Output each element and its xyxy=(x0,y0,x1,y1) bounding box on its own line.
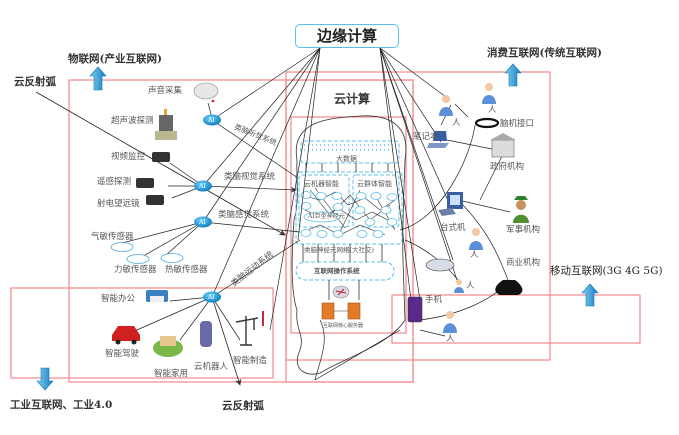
phone-icon xyxy=(407,296,423,323)
down-arrow-icon xyxy=(36,367,54,391)
force-sensor-icon xyxy=(126,254,150,264)
robot-icon xyxy=(200,321,212,347)
smart-driving-label: 智能驾驶 xyxy=(105,349,140,359)
big-data-dots xyxy=(304,144,396,151)
up-arrow-icon xyxy=(581,283,599,307)
edge-computing-box: 边缘计算 xyxy=(295,24,399,48)
government-label: 政府机构 xyxy=(490,162,525,172)
person-icon xyxy=(446,311,454,319)
brain-outline xyxy=(291,115,407,375)
ai-node-label: AI xyxy=(199,219,206,226)
military-label: 军事机构 xyxy=(506,225,541,235)
ai-node xyxy=(203,291,221,303)
ai-node-label: AI xyxy=(208,294,215,301)
business-label: 商业机构 xyxy=(506,258,541,268)
laptop-icon xyxy=(433,131,447,141)
military-person-icon xyxy=(516,200,526,210)
brain-nodes xyxy=(300,191,398,238)
oil-pump-icon xyxy=(235,316,259,346)
person-icon xyxy=(485,83,493,91)
big-data-block xyxy=(300,140,400,164)
reflex-arc-out xyxy=(211,296,242,386)
brain-connectors xyxy=(302,163,389,300)
smart-office-label: 智能办公 xyxy=(101,294,136,304)
device-icons xyxy=(112,82,529,357)
ai-hubs xyxy=(194,114,221,303)
consumer-network-label: 消费互联网(传统互联网) xyxy=(487,47,602,59)
edge-links xyxy=(202,47,458,331)
smart-home-label: 智能家用 xyxy=(154,369,189,379)
bci-headband-icon xyxy=(474,117,500,129)
ai-node-label: AI xyxy=(208,117,215,124)
network-arrows xyxy=(36,63,599,391)
iot-network-label: 物联网(产业互联网) xyxy=(68,53,162,65)
radio-telescope-label: 射电望远镜 xyxy=(97,199,140,209)
person-label: 人 xyxy=(470,250,479,260)
sensor-ellipses xyxy=(110,242,184,264)
core-servers xyxy=(321,285,361,320)
vr-device-icon xyxy=(425,258,455,272)
mobile-network-label: 移动互联网(3G 4G 5G) xyxy=(550,265,663,277)
force-sensor-label: 力敏传感器 xyxy=(114,265,157,275)
sensory-system-label: 类脑感觉系统 xyxy=(218,210,270,220)
money-bag-icon xyxy=(495,280,523,295)
server-icon xyxy=(321,302,335,320)
camera-icon xyxy=(136,178,154,188)
camera-icon xyxy=(152,152,170,162)
internet-os-label: 互联网操作系统 xyxy=(314,267,360,275)
reflex-arc-in xyxy=(35,91,286,236)
neural-network-label: 类脑神经元网络(大社交) xyxy=(304,246,375,254)
gas-sensor-label: 气敏传感器 xyxy=(91,232,134,242)
laptop-label: 笔记本 xyxy=(413,132,439,142)
os-block xyxy=(295,261,395,281)
phone-label: 手机 xyxy=(425,295,443,305)
region-boxes xyxy=(10,71,641,383)
brain-motor-link xyxy=(314,319,325,381)
smart-manufacturing-label: 智能制造 xyxy=(233,356,268,366)
person-icon xyxy=(456,279,462,285)
person-icon xyxy=(442,95,450,103)
ultrasonic-label: 超声波探测 xyxy=(111,116,154,126)
person-icon xyxy=(472,228,480,236)
neural-net-block xyxy=(295,171,403,245)
ai-node-label: AI xyxy=(199,183,206,190)
server-icon xyxy=(347,302,361,320)
video-monitor-label: 视频监控 xyxy=(111,152,146,162)
cloud-computing-title: 云计算 xyxy=(334,92,371,106)
sound-sensor-label: 声音采集 xyxy=(148,86,183,96)
reflex-arc-label-top: 云反射弧 xyxy=(14,76,56,88)
core-server-label: 互联网核心服务器 xyxy=(323,323,364,329)
machine-intelligence-label: 云机器智能 xyxy=(304,180,339,188)
reflex-arc-label-bottom: 云反射弧 xyxy=(222,400,264,412)
big-data-label: 大数据 xyxy=(336,155,357,163)
bci-label: 脑机接口 xyxy=(500,119,535,129)
person-label: 人 xyxy=(452,118,461,128)
ai-node xyxy=(194,216,212,228)
industrial-network-label: 工业互联网、工业4.0 xyxy=(10,399,113,411)
heat-sensor-icon xyxy=(160,253,184,263)
camera-icon xyxy=(146,195,164,205)
industrial-box xyxy=(10,287,274,379)
car-icon xyxy=(112,326,140,341)
gas-sensor-icon xyxy=(110,242,134,252)
ai-node xyxy=(203,114,221,126)
microphone-icon xyxy=(193,82,219,100)
person-label: 人 xyxy=(446,334,455,344)
cloud-box xyxy=(285,79,414,383)
up-arrow-icon xyxy=(504,63,522,87)
group-intelligence-label: 云群体智能 xyxy=(357,180,392,188)
ai-node xyxy=(194,180,212,192)
remote-sensing-label: 遥感探测 xyxy=(97,177,132,187)
cloud-robot-label: 云机器人 xyxy=(194,362,229,372)
heat-sensor-label: 热敏传感器 xyxy=(165,265,208,275)
visual-system-label: 类脑视觉系统 xyxy=(224,172,276,182)
person-label: 人 xyxy=(466,281,475,291)
person-label: 人 xyxy=(488,105,497,115)
up-arrow-icon xyxy=(89,66,107,91)
ultrasonic-probe-icon xyxy=(159,115,173,131)
desktop-label: 台式机 xyxy=(440,223,466,233)
government-building-icon xyxy=(491,139,515,158)
giant-neuron-label: AI巨型神经元 xyxy=(308,213,345,220)
